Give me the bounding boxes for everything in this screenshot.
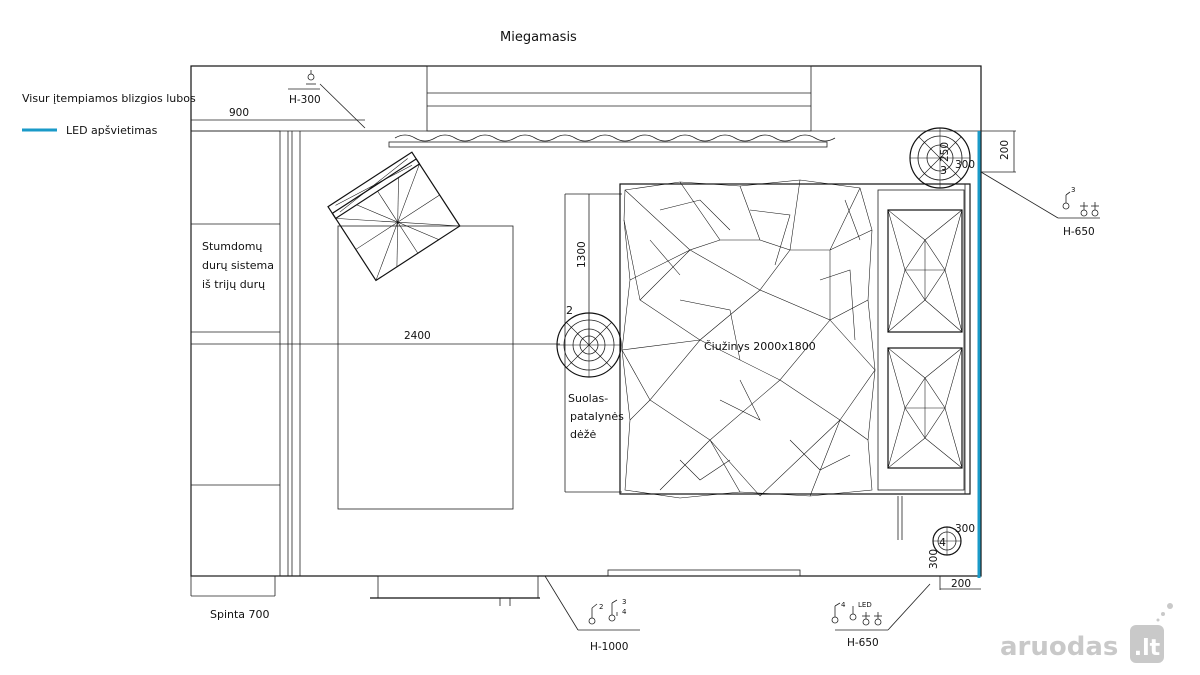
window-bay	[426, 65, 812, 132]
led-legend-label: LED apšvietimas	[66, 124, 158, 137]
bed	[619, 179, 971, 499]
dim-250: 250	[939, 142, 951, 162]
bench-label-2: patalynės	[570, 410, 624, 423]
wall-lamp-top-icon	[909, 127, 971, 189]
armchair	[327, 151, 461, 282]
switch-bottom-num-2: 2	[599, 603, 603, 611]
height-top-left: H-300	[289, 94, 321, 106]
watermark-brand: aruodas	[1000, 632, 1118, 662]
height-bottom-right: H-650	[847, 637, 879, 649]
marker-3: 3	[940, 164, 947, 177]
dim-1300: 1300	[576, 241, 588, 268]
switch-bottom-right-leader	[887, 583, 931, 631]
wardrobe-door-label-1: Stumdomų	[202, 240, 262, 253]
height-right: H-650	[1063, 226, 1095, 238]
switch-right-icon	[1062, 191, 1099, 217]
dim-200-bottom: 200	[951, 578, 971, 590]
ceiling-note: Visur įtempiamos blizgios lubos	[22, 92, 196, 105]
switch-bottom-right-num-4: 4	[841, 601, 846, 609]
marker-2: 2	[566, 304, 573, 317]
rug	[337, 225, 514, 510]
switch-bottom-num-4: 4	[622, 608, 627, 616]
radiator	[370, 575, 540, 606]
switch-bottom-right-led: LED	[858, 601, 872, 609]
switch-right-leader	[980, 171, 1059, 219]
ceiling-light-icon	[288, 70, 320, 90]
dim-900: 900	[229, 107, 249, 119]
height-bottom-center: H-1000	[590, 641, 628, 653]
wall-lamp-bottom-icon	[932, 526, 962, 556]
wardrobe	[190, 130, 301, 577]
dim-300-bottom-h: 300	[955, 523, 975, 535]
dim-300-bottom-v: 300	[928, 549, 940, 569]
wardrobe-label: Spinta 700	[210, 608, 270, 621]
wardrobe-door-label-2: durų sistema	[202, 259, 274, 272]
bench-label-3: dėžė	[570, 428, 597, 441]
wardrobe-door-label-3: iš trijų durų	[202, 278, 265, 291]
pendant-lamp-icon	[556, 312, 622, 378]
bench-label-1: Suolas-	[568, 392, 608, 405]
switch-bottom-right-icon	[831, 602, 882, 626]
dim-900-leader	[319, 83, 366, 129]
plan-title: Miegamasis	[500, 30, 577, 45]
room-walls	[190, 65, 982, 597]
dim-2400: 2400	[404, 330, 431, 342]
marker-4: 4	[939, 536, 946, 549]
switch-bottom-center-icon	[588, 599, 618, 625]
watermark-logo: aruodas .lt	[1000, 603, 1173, 663]
watermark-tld: .lt	[1134, 636, 1161, 661]
switch-bottom-leader	[544, 575, 579, 631]
curtain-rod	[388, 134, 836, 148]
dim-200-top: 200	[999, 140, 1011, 160]
shelf	[607, 569, 801, 577]
dim-300-top: 300	[955, 159, 975, 171]
switch-bottom-num-3: 3	[622, 598, 626, 606]
switch-right-number: 3	[1071, 186, 1075, 194]
mattress-label: Čiužinys 2000x1800	[704, 340, 816, 353]
